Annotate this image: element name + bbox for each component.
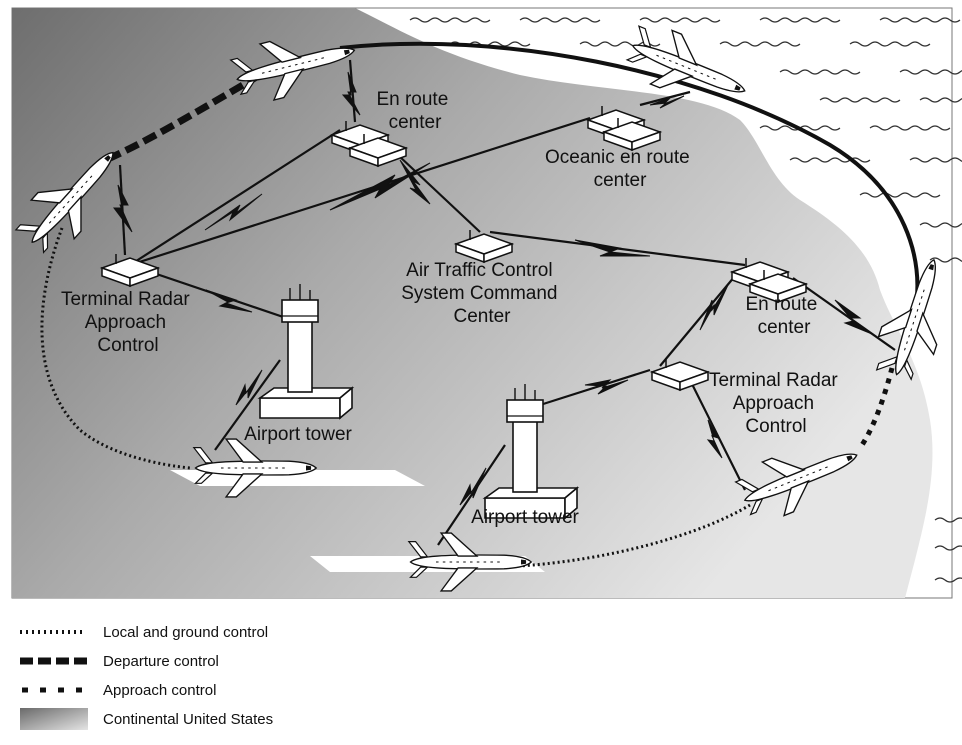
wave-mark <box>879 17 961 23</box>
wave-mark <box>849 41 931 47</box>
wave-mark <box>909 157 962 163</box>
wave-mark <box>934 517 962 523</box>
airport-tower-right-label: Airport tower <box>471 507 579 528</box>
wave-mark <box>819 97 901 103</box>
local-ground-path-right <box>519 503 751 568</box>
wave-mark <box>859 192 941 198</box>
departure-control-path <box>108 71 262 162</box>
legend-approach-label: Approach control <box>103 682 216 699</box>
radio-bolts <box>113 71 873 506</box>
wave-mark <box>719 41 801 47</box>
tracon-right-label: Terminal Radar Approach Control <box>709 370 843 437</box>
legend: Local and ground control Departure contr… <box>20 624 273 730</box>
wave-mark <box>639 17 721 23</box>
wave-mark <box>759 17 841 23</box>
wave-mark <box>934 577 962 583</box>
legend-continental-label: Continental United States <box>103 711 273 728</box>
oceanic-center-label: Oceanic en route center <box>545 147 695 191</box>
wave-mark <box>409 17 491 23</box>
wave-mark <box>929 257 962 263</box>
wave-mark <box>789 157 871 163</box>
wave-mark <box>919 97 962 103</box>
wave-mark <box>779 69 861 75</box>
tracon-left-label: Terminal Radar Approach Control <box>61 289 195 356</box>
wave-mark <box>519 17 601 23</box>
wave-mark <box>869 125 951 131</box>
legend-local-label: Local and ground control <box>103 624 268 641</box>
airport-tower-left-label: Airport tower <box>244 424 352 445</box>
enroute-flight-path <box>339 41 920 311</box>
legend-departure-label: Departure control <box>103 653 219 670</box>
legend-continental-swatch <box>20 708 88 730</box>
local-ground-path-left <box>40 227 191 470</box>
en-route-center-right-label: En route center <box>745 294 822 338</box>
wave-mark <box>919 222 962 228</box>
wave-mark <box>934 545 962 551</box>
en-route-center-top-label: En route center <box>376 89 453 133</box>
atcscc-label: Air Traffic Control System Command Cente… <box>401 260 563 327</box>
wave-mark <box>899 69 962 75</box>
